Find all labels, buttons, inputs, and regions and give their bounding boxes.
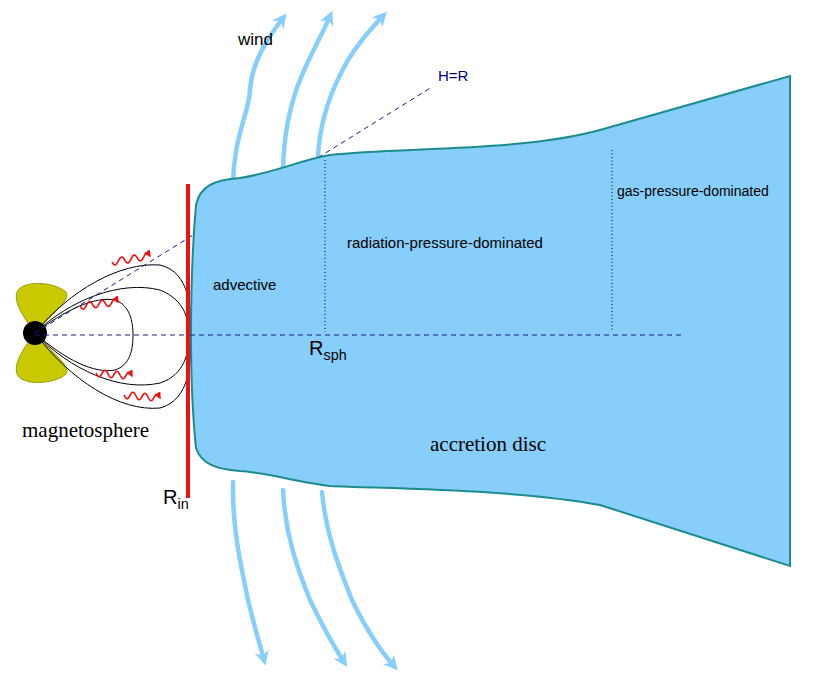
region-label: gas-pressure-dominated	[617, 184, 769, 198]
radius-label: Rin	[163, 487, 189, 511]
region-label: magnetosphere	[22, 420, 149, 441]
radiation-arrows	[80, 253, 160, 401]
disc-outline	[185, 70, 797, 572]
wind-label: wind	[238, 31, 273, 48]
region-label: Rsph	[309, 338, 347, 362]
magnetosphere-field-lines	[35, 265, 191, 409]
region-label: advective	[213, 277, 276, 292]
line-label: H=R	[438, 68, 468, 83]
accretion-disc: advective radiation-pressure-dominated gas…	[185, 70, 797, 572]
pulsar-beams	[16, 283, 67, 382]
region-label: radiation-pressure-dominated	[347, 235, 543, 250]
inner-radius-bar	[186, 184, 190, 498]
region-label: accretion disc	[430, 434, 546, 455]
